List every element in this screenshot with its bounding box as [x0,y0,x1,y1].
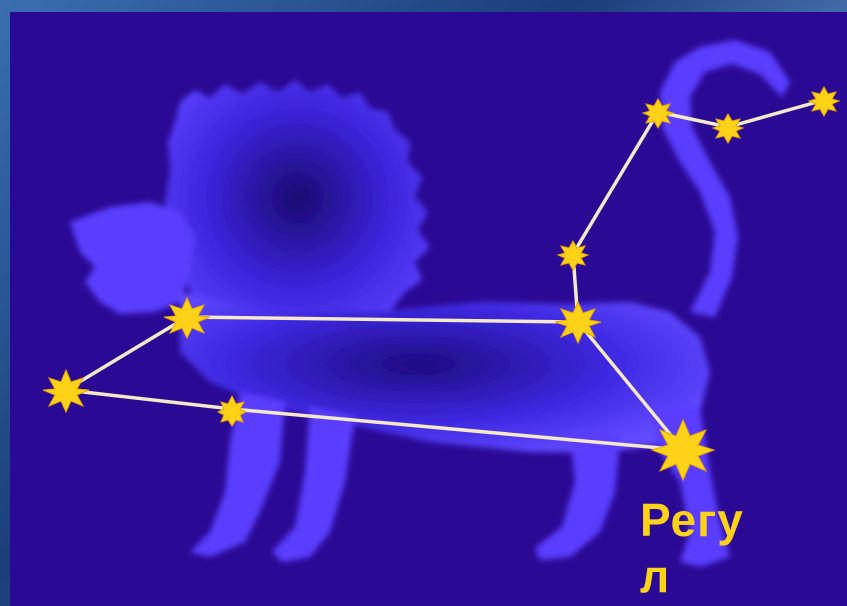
constellation-line [573,112,658,254]
constellation-line [66,317,187,390]
constellation-panel: Регу л [10,12,847,606]
regulus-label: Регу л [640,492,760,604]
star-icon [558,241,588,270]
lion-head [70,202,195,314]
star-icon [809,87,839,116]
regulus-label-line1: Регу [640,492,760,548]
lion-silhouette [70,40,790,567]
star-icon [43,370,89,412]
constellation-line [728,100,824,127]
lion-front-leg-right [272,407,355,562]
star-icon [713,114,743,143]
regulus-label-line2: л [640,548,760,604]
lion-tail [660,40,790,317]
constellation-line [66,390,232,409]
